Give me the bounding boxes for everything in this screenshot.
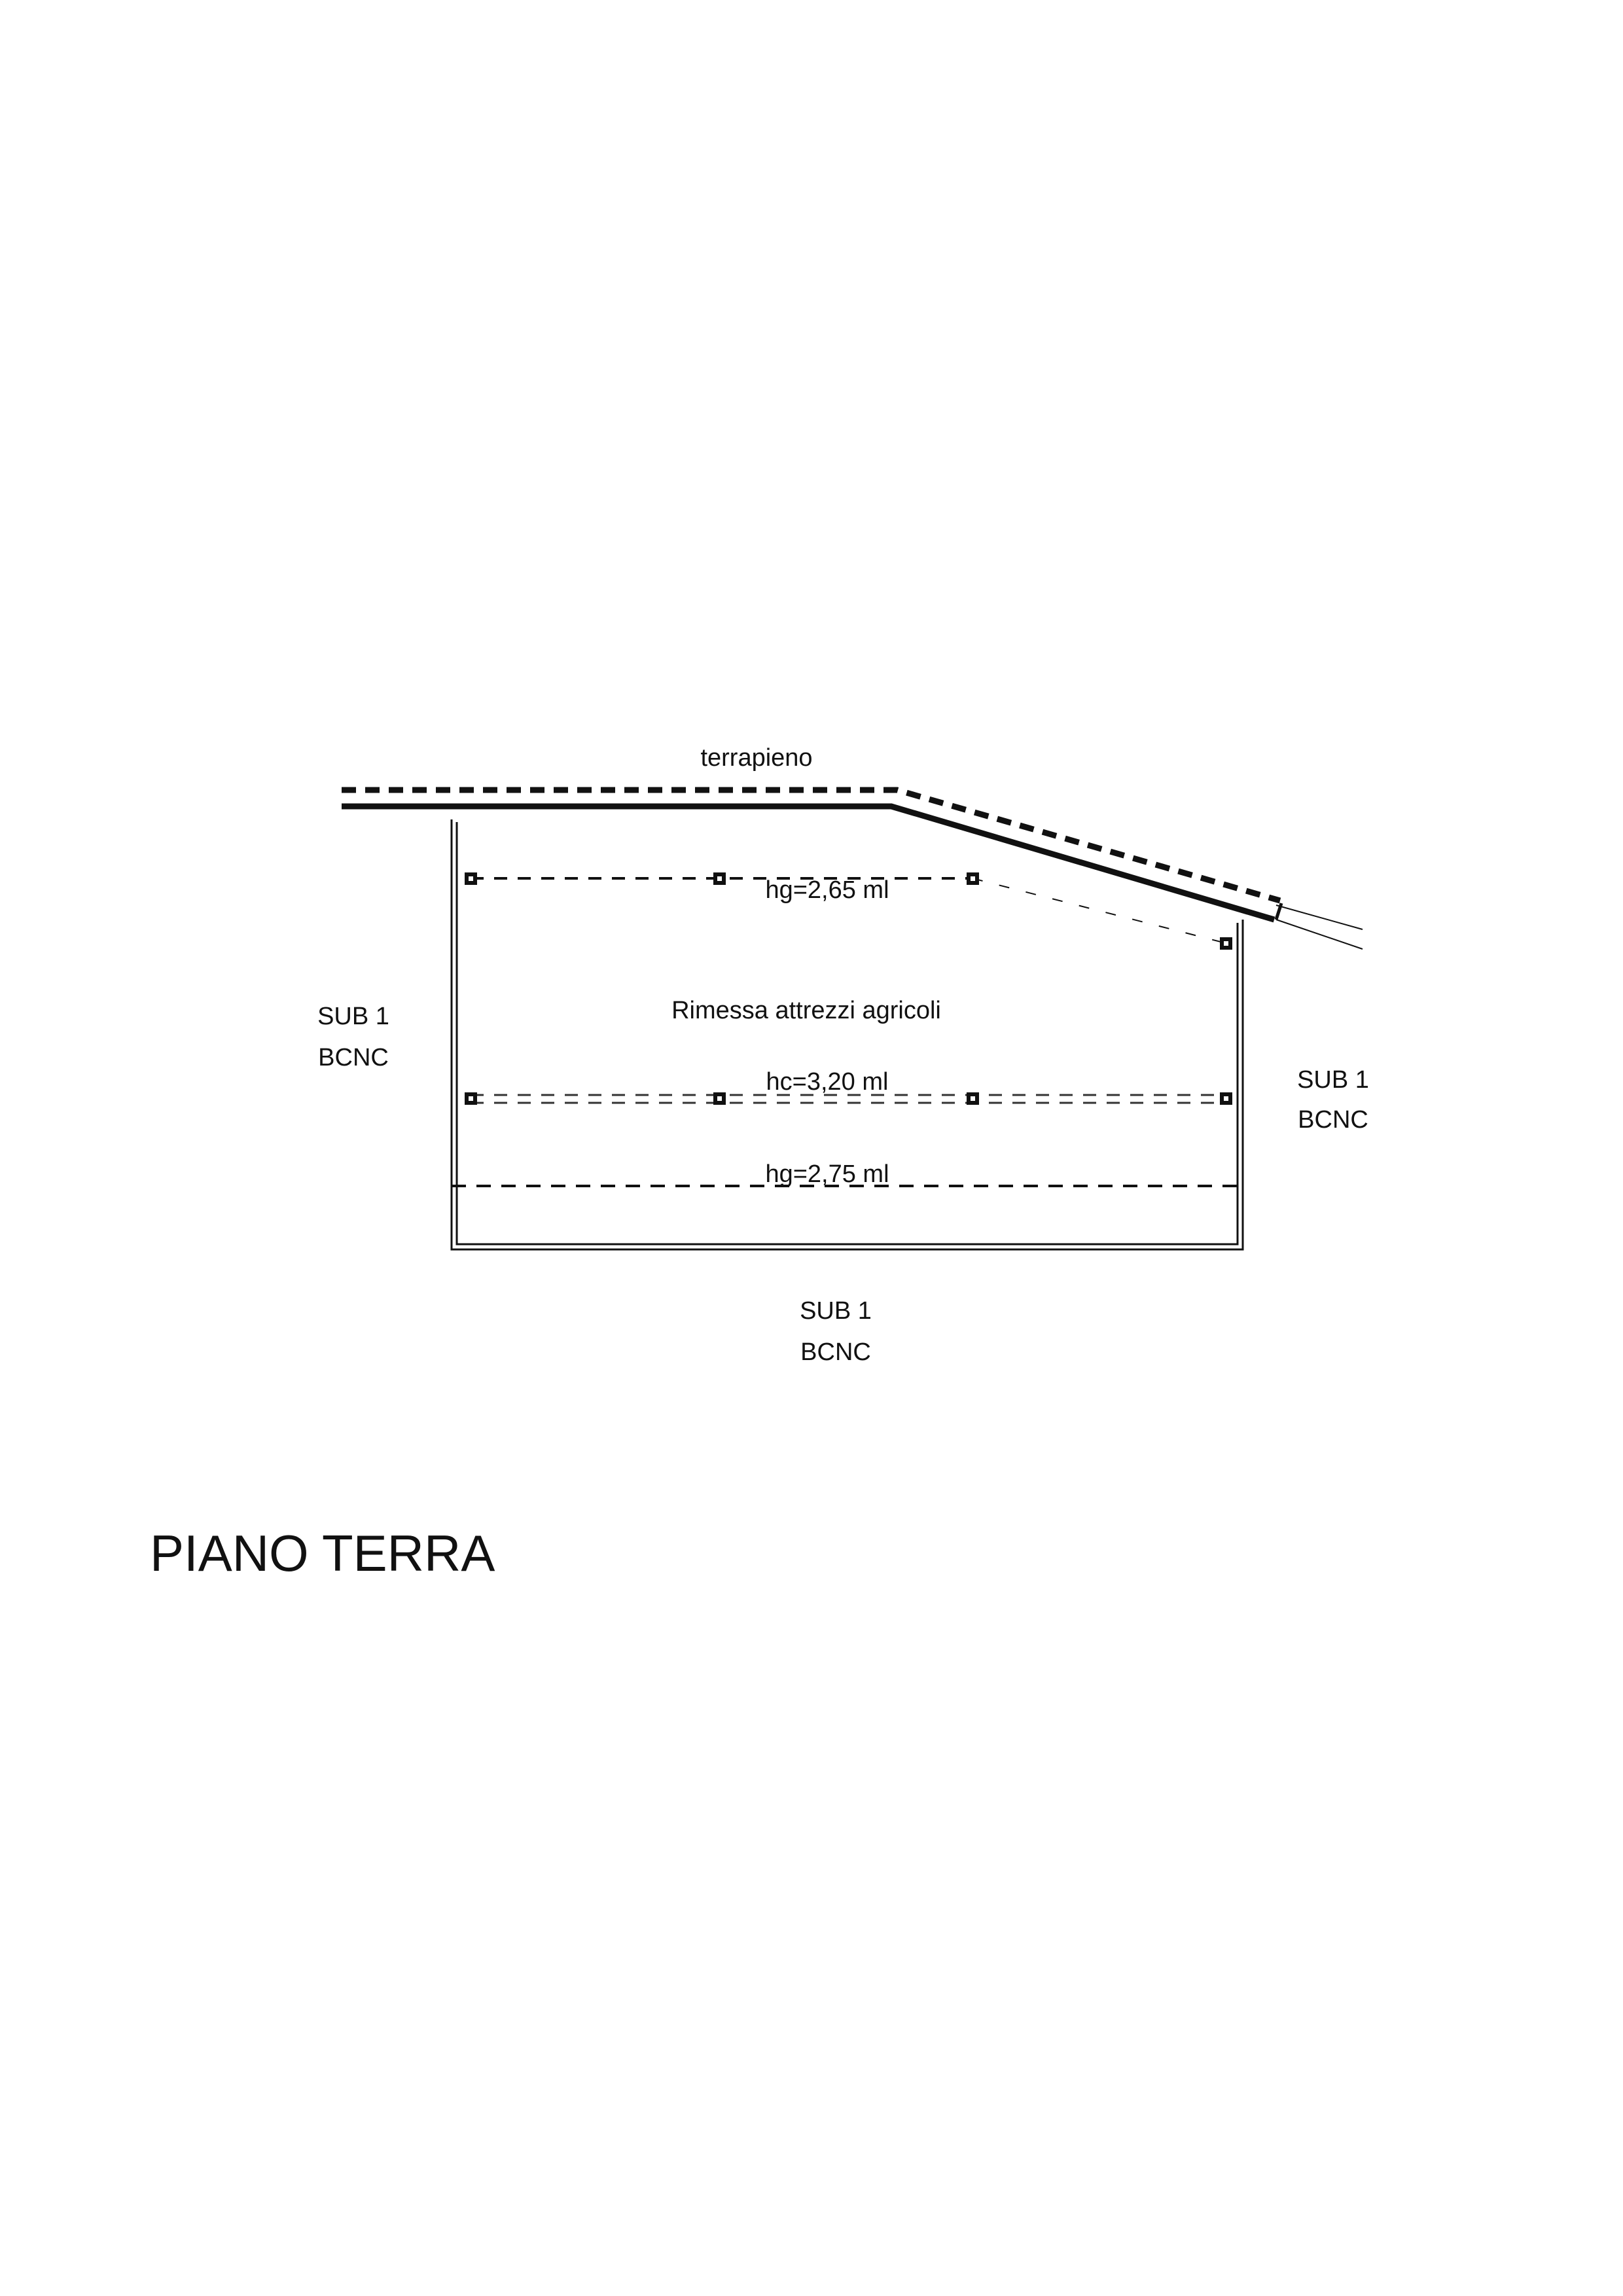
neighbor-right-line2: BCNC (1298, 1106, 1368, 1134)
room-name: Rimessa attrezzi agricoli (671, 997, 941, 1024)
height-label-hg-lower: hg=2,75 ml (765, 1160, 889, 1188)
neighbor-left-line1: SUB 1 (317, 1003, 389, 1030)
height-line-hg-upper (471, 877, 1226, 944)
neighbor-bottom-line2: BCNC (800, 1338, 871, 1366)
extension-line (1275, 905, 1363, 930)
point-marker (967, 1092, 979, 1105)
neighbor-bottom-line1: SUB 1 (800, 1297, 872, 1325)
point-marker (1220, 1092, 1232, 1105)
point-marker (465, 1092, 477, 1105)
height-line-hc (471, 1094, 1228, 1104)
embankment-dashed-line (342, 787, 1281, 904)
height-label-hg-upper: hg=2,65 ml (765, 876, 889, 904)
point-marker (465, 872, 477, 885)
embankment-label: terrapieno (700, 744, 812, 772)
inner-wall (455, 822, 1239, 1246)
roof-wall-thick-line (342, 803, 1275, 923)
extension-line (1275, 919, 1363, 950)
neighbor-right-line1: SUB 1 (1297, 1066, 1369, 1094)
floor-title: PIANO TERRA (150, 1524, 495, 1582)
point-marker (713, 1092, 726, 1105)
point-marker (713, 872, 726, 885)
markers (465, 872, 1232, 1105)
neighbor-left-line2: BCNC (318, 1044, 389, 1071)
outer-wall (450, 819, 1244, 1251)
embankment (342, 787, 1363, 950)
room-walls (450, 819, 1244, 1251)
point-marker (1220, 937, 1232, 950)
point-marker (967, 872, 979, 885)
height-label-hc: hc=3,20 ml (766, 1068, 889, 1096)
